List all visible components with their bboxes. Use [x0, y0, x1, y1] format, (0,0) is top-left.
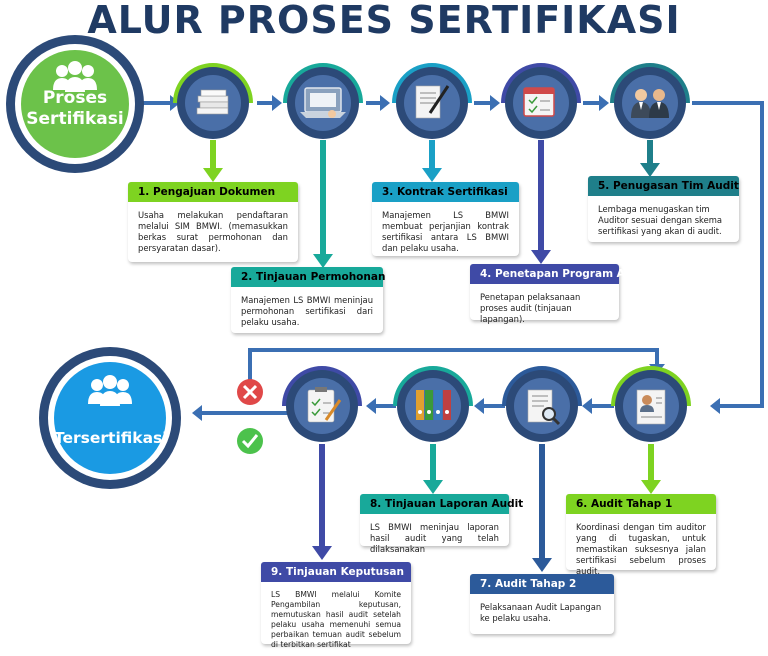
- step-1-title: 1. Pengajuan Dokumen: [128, 182, 298, 202]
- step-2-text: Manajemen LS BMWI meninjau permohonan se…: [241, 295, 373, 327]
- step-3-title: 3. Kontrak Sertifikasi: [372, 182, 519, 202]
- step-node-9: [282, 366, 362, 442]
- arrow-reject-loop: [248, 348, 659, 380]
- approve-icon: [237, 428, 263, 454]
- step-9-title: 9. Tinjauan Keputusan: [261, 562, 411, 582]
- step-8-title: 8. Tinjauan Laporan Audit: [360, 494, 523, 514]
- step-node-1: [173, 63, 253, 139]
- step-6-title: 6. Audit Tahap 1: [566, 494, 716, 514]
- contract-sign-icon: [415, 85, 450, 119]
- start-label: Proses Sertifikasi: [20, 88, 130, 130]
- step-node-8: [393, 366, 473, 442]
- step-2-title: 2. Tinjauan Permohonan: [231, 267, 385, 287]
- step-7-title: 7. Audit Tahap 2: [470, 574, 614, 594]
- step-card-3: 3. Kontrak Sertifikasi Manajemen LS BMWI…: [372, 182, 519, 256]
- magnifier-document-icon: [527, 389, 561, 426]
- reject-icon: [237, 379, 263, 405]
- step-4-text: Penetapan pelaksanaan proses audit (tinj…: [480, 292, 581, 324]
- flow-arrows: [142, 95, 764, 421]
- step-5-text: Lembaga menugaskan tim Auditor sesuai de…: [598, 204, 723, 236]
- step-card-6: 6. Audit Tahap 1 Koordinasi dengan tim a…: [566, 494, 716, 576]
- end-node: [39, 347, 181, 489]
- step-card-5: 5. Penugasan Tim Audit Lembaga menugaska…: [588, 176, 739, 242]
- step-card-9: 9. Tinjauan Keputusan LS BMWI melalui Ko…: [261, 562, 411, 649]
- step-node-5: [610, 63, 690, 139]
- step-card-4: 4. Penetapan Program Audit Penetapan pel…: [470, 264, 648, 324]
- laptop-review-icon: [300, 87, 346, 118]
- arrow-5-to-6: [692, 101, 764, 408]
- page-title: ALUR PROSES SERTIFIKASI: [87, 0, 681, 42]
- start-label-line1: Proses: [42, 88, 108, 108]
- clipboard-decision-icon: [307, 387, 342, 423]
- step-5-title: 5. Penugasan Tim Audit: [588, 176, 739, 196]
- end-label: Tersertifikasi: [54, 429, 168, 447]
- binders-icon: [416, 390, 451, 420]
- audit-team-icon: [631, 89, 669, 118]
- step-card-8: 8. Tinjauan Laporan Audit LS BMWI meninj…: [360, 494, 523, 554]
- step-node-3: [392, 63, 472, 139]
- document-stack-icon: [196, 89, 229, 115]
- step-6-text: Koordinasi dengan tim auditor yang di tu…: [576, 522, 706, 576]
- step-connectors: [203, 140, 661, 572]
- step-9-text: LS BMWI melalui Komite Pengambilan keput…: [271, 590, 401, 649]
- start-node: [6, 35, 144, 173]
- step-node-2: [283, 63, 363, 139]
- step-node-6: [611, 366, 691, 442]
- step-7-text: Pelaksanaan Audit Lapangan ke pelaku usa…: [480, 602, 602, 623]
- calendar-checklist-icon: [523, 87, 555, 117]
- people-icon: [53, 61, 97, 92]
- step-1-text: Usaha melakukan pendaftaran melalui SIM …: [138, 210, 288, 253]
- step-8-text: LS BMWI meninjau laporan hasil audit yan…: [370, 522, 499, 554]
- people-icon: [88, 375, 132, 406]
- person-document-icon: [636, 389, 666, 425]
- step-card-1: 1. Pengajuan Dokumen Usaha melakukan pen…: [128, 182, 298, 262]
- step-4-title: 4. Penetapan Program Audit: [470, 264, 648, 284]
- step-card-7: 7. Audit Tahap 2 Pelaksanaan Audit Lapan…: [470, 574, 614, 634]
- step-3-text: Manajemen LS BMWI membuat perjanjian kon…: [382, 210, 509, 253]
- step-node-4: [501, 63, 581, 139]
- step-node-7: [502, 366, 582, 442]
- start-label-line2: Sertifikasi: [26, 109, 124, 129]
- step-card-2: 2. Tinjauan Permohonan Manajemen LS BMWI…: [231, 267, 385, 333]
